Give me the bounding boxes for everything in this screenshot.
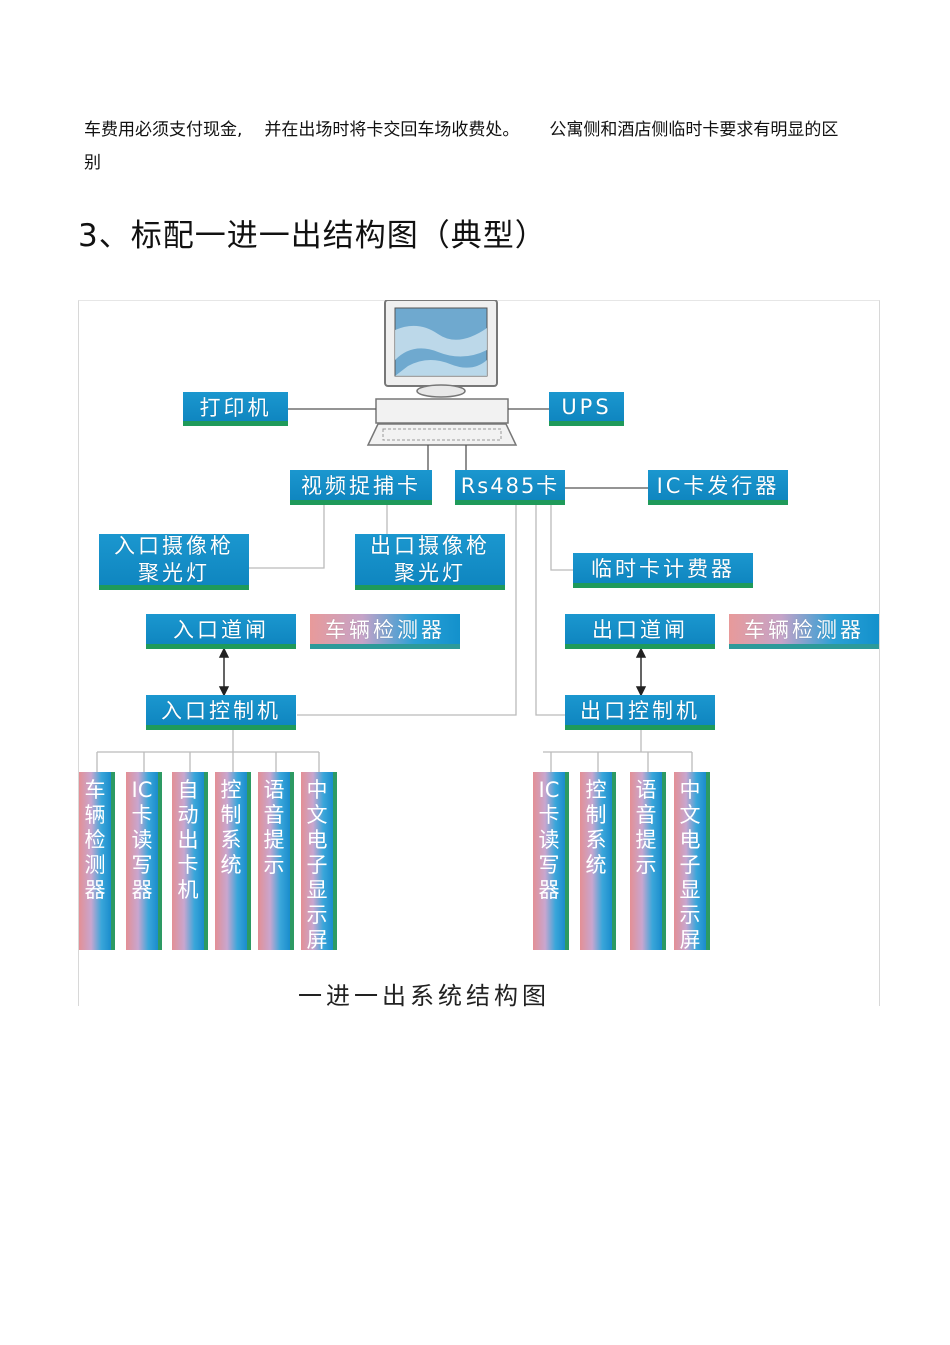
exit-module-2: 控制系统 [580,772,616,950]
entry-module-3: 自动出卡机 [172,772,208,950]
paragraph-line-2: 别 [84,153,101,173]
module-label: 自动出卡机 [177,778,199,902]
computer-icon [366,300,518,446]
entry-module-5: 语音提示 [258,772,294,950]
module-label: 控制系统 [220,778,242,877]
entry-module-1: 车辆检测器 [79,772,115,950]
temporary-card-meter-box: 临时卡计费器 [573,553,753,588]
exit-controller-box: 出口控制机 [565,695,715,730]
exit-module-3: 语音提示 [630,772,666,950]
exit-vehicle-detector-box: 车辆检测器 [729,614,879,649]
figure-caption: 一进一出系统结构图 [298,982,550,1010]
ic-card-issuer-box: IC卡发行器 [648,470,788,505]
module-label: 中文电子显示屏 [306,778,328,952]
paragraph-line-1: 车费用必须支付现金, 并在出场时将卡交回车场收费处。 公寓侧和酒店侧临时卡要求有明显… [84,114,884,147]
ups-box: UPS [549,392,624,426]
exit-camera-label: 出口摄像枪 [370,533,490,558]
entry-camera-label: 入口摄像枪 [114,533,234,558]
module-label: 控制系统 [585,778,607,877]
paragraph-segment: 公寓侧和酒店侧临时卡要求有明显的区 [549,120,839,140]
exit-camera-box: 出口摄像枪 聚光灯 [355,534,505,590]
paragraph-segment: 并在出场时将卡交回车场收费处。 [264,120,520,140]
exit-spotlight-label: 聚光灯 [394,560,466,585]
structure-diagram: 打印机 UPS 视频捉捕卡 Rs485卡 IC卡发行器 入口摄像枪 聚光灯 出口… [78,300,880,1010]
module-label: 语音提示 [635,778,657,877]
entry-gate-box: 入口道闸 [146,614,296,649]
entry-module-4: 控制系统 [215,772,251,950]
video-capture-card-box: 视频捉捕卡 [290,470,432,505]
section-heading: 3、标配一进一出结构图（典型） [78,218,547,254]
entry-vehicle-detector-box: 车辆检测器 [310,614,460,649]
exit-module-4: 中文电子显示屏 [674,772,710,952]
entry-controller-box: 入口控制机 [146,695,296,730]
entry-module-6: 中文电子显示屏 [301,772,337,952]
body-paragraph: 车费用必须支付现金, 并在出场时将卡交回车场收费处。 公寓侧和酒店侧临时卡要求有明显… [84,114,884,180]
paragraph-segment: 车费用必须支付现金, [84,120,243,140]
rs485-card-box: Rs485卡 [455,470,565,505]
module-label: 语音提示 [263,778,285,877]
module-label: 中文电子显示屏 [679,778,701,952]
entry-camera-box: 入口摄像枪 聚光灯 [99,534,249,590]
printer-box: 打印机 [183,392,288,426]
module-label: 车辆检测器 [84,778,106,902]
connector-lines [96,300,693,772]
exit-gate-box: 出口道闸 [565,614,715,649]
entry-spotlight-label: 聚光灯 [138,560,210,585]
